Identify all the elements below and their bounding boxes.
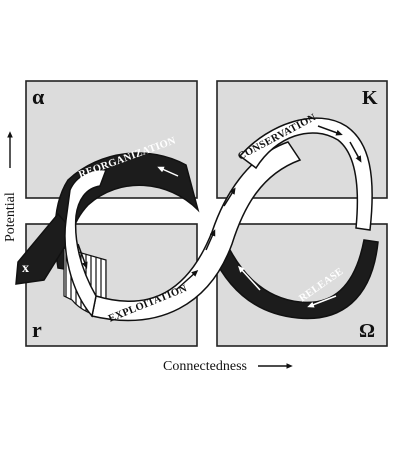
release-arrow-2 [237, 265, 261, 291]
potential-axis-label: Potential [3, 192, 18, 242]
omega-label: Ω [359, 320, 375, 342]
connectedness-axis-label: Connectedness [163, 359, 247, 374]
release-band [211, 225, 379, 320]
release-arrow [307, 295, 337, 308]
conservation-arrow-2 [349, 141, 362, 163]
left-loop-arrow [77, 243, 88, 269]
exploitation-arrow [175, 269, 199, 291]
reorganization-arrow [157, 166, 179, 177]
left-loop-band [64, 168, 108, 318]
conservation-band [238, 117, 373, 231]
k-label: K [362, 87, 378, 109]
exploitation-arrow-3 [223, 187, 236, 207]
r-label: r [32, 317, 42, 342]
exploitation-band [91, 141, 302, 322]
exploitation-arrow-2 [205, 229, 216, 251]
conservation-arrow [317, 125, 343, 136]
x-label: x [22, 261, 29, 276]
alpha-label: α [32, 84, 45, 109]
